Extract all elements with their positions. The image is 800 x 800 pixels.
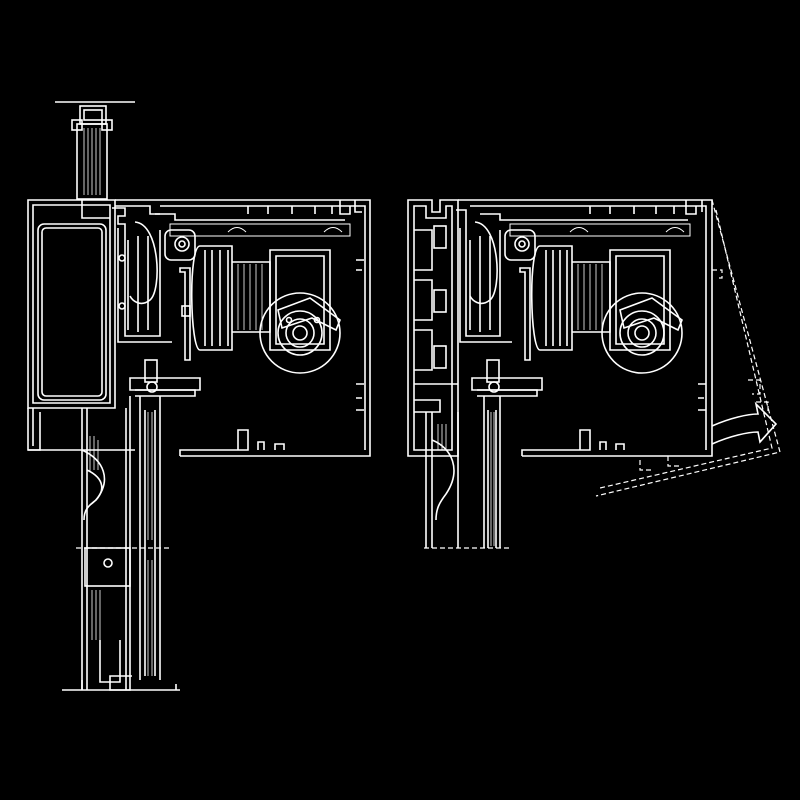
right-drive-pulley (530, 245, 671, 351)
swing-arrow-icon (711, 401, 778, 445)
right-cam-disc (601, 292, 683, 374)
sash-panel (62, 408, 180, 691)
cassette-top-rail (115, 199, 371, 457)
top-anchor-bracket (55, 101, 135, 200)
right-cassette (458, 199, 713, 457)
frame-profile (27, 199, 135, 451)
right-frame-column (407, 199, 459, 548)
drive-pulley (190, 245, 331, 351)
right-hanger-carrier (424, 359, 543, 549)
closed-position-section (27, 101, 371, 691)
cam-disc (259, 292, 341, 374)
open-position-section (407, 199, 781, 549)
roller-bracket (112, 207, 196, 361)
hanger-carrier (109, 359, 201, 691)
right-roller-bracket (456, 209, 536, 361)
opening-flap-dashed (595, 199, 781, 497)
